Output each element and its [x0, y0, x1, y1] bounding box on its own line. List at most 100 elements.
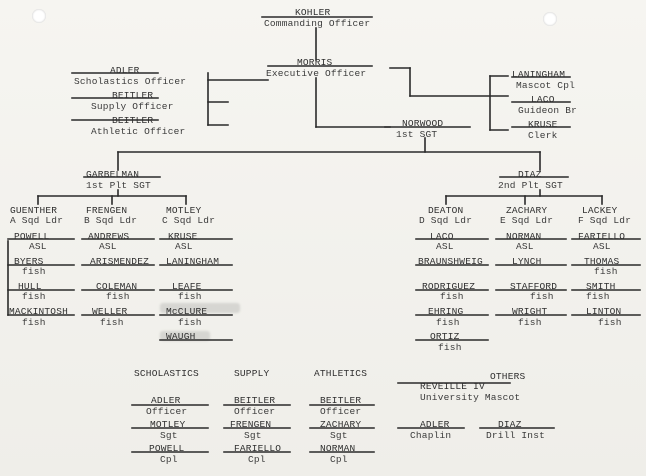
staff-left-1-name: BEITLER: [112, 90, 154, 101]
co-title: Commanding Officer: [264, 18, 371, 29]
squad-member-name: LEAFE: [172, 281, 202, 292]
staff-left-0-title: Scholastics Officer: [74, 76, 187, 87]
squad-member-name: WRIGHT: [512, 306, 548, 317]
squad-leader-name: GUENTHER: [10, 205, 58, 216]
squad-member-title: fish: [594, 266, 618, 277]
section-person-title: Officer: [234, 406, 276, 417]
section-person-title: Sgt: [330, 430, 348, 441]
smudge: [160, 331, 210, 341]
squad-asl-name: FARIELLO: [578, 231, 626, 242]
squad-asl-name: LACO: [430, 231, 454, 242]
section-person-name: MOTLEY: [150, 419, 186, 430]
drill-inst-name: DIAZ: [498, 419, 522, 430]
squad-member-name: MACKINTOSH: [9, 306, 69, 317]
staff-left-0-name: ADLER: [110, 65, 140, 76]
squad-member-title: fish: [436, 317, 460, 328]
squad-member-title: fish: [22, 266, 46, 277]
binder-hole-left: [32, 9, 46, 23]
squad-leader-title: A Sqd Ldr: [10, 215, 64, 226]
section-person-title: Officer: [146, 406, 188, 417]
staff-right-1-title: Guideon Br: [518, 105, 578, 116]
squad-member-title: fish: [106, 291, 130, 302]
staff-right-0-title: Mascot Cpl: [516, 80, 576, 91]
staff-left-2-title: Athletic Officer: [91, 126, 186, 137]
staff-left-2-name: BEITLER: [112, 115, 154, 126]
squad-member-name: ARISMENDEZ: [90, 256, 150, 267]
squad-leader-title: D Sqd Ldr: [419, 215, 473, 226]
section-person-name: BEITLER: [320, 395, 362, 406]
platoon1-name: GARBELMAN: [86, 169, 140, 180]
section-person-title: Cpl: [248, 454, 266, 465]
section-person-name: BEITLER: [234, 395, 276, 406]
squad-asl-title: ASL: [593, 241, 611, 252]
chaplain-name: ADLER: [420, 419, 450, 430]
reveille-title: University Mascot: [420, 392, 521, 403]
squad-member-title: fish: [178, 291, 202, 302]
section-person-title: Officer: [320, 406, 362, 417]
squad-member-name: STAFFORD: [510, 281, 558, 292]
staff-left-1-title: Supply Officer: [91, 101, 174, 112]
squad-member-title: fish: [586, 291, 610, 302]
xo-title: Executive Officer: [266, 68, 367, 79]
squad-member-name: LYNCH: [512, 256, 542, 267]
squad-member-name: RODRIGUEZ: [422, 281, 476, 292]
squad-member-name: SMITH: [586, 281, 616, 292]
squad-leader-name: DEATON: [428, 205, 464, 216]
section-person-name: NORMAN: [320, 443, 356, 454]
first-sgt-title: 1st SGT: [396, 129, 438, 140]
staff-right-2-name: KRUSE: [528, 119, 558, 130]
section-person-title: Cpl: [330, 454, 348, 465]
squad-asl-title: ASL: [175, 241, 193, 252]
squad-asl-title: ASL: [99, 241, 117, 252]
squad-member-title: fish: [22, 291, 46, 302]
squad-leader-name: FRENGEN: [86, 205, 128, 216]
squad-member-name: WAUGH: [166, 331, 196, 342]
platoon1-title: 1st Plt SGT: [86, 180, 151, 191]
supply-heading: SUPPLY: [234, 368, 270, 379]
squad-member-name: HULL: [18, 281, 42, 292]
squad-leader-name: LACKEY: [582, 205, 618, 216]
section-person-name: POWELL: [149, 443, 185, 454]
xo-name: MORRIS: [297, 57, 333, 68]
squad-leader-title: C Sqd Ldr: [162, 215, 216, 226]
squad-asl-title: ASL: [29, 241, 47, 252]
squad-asl-name: NORMAN: [506, 231, 542, 242]
section-person-name: FARIELLO: [234, 443, 282, 454]
squad-asl-name: KRUSE: [168, 231, 198, 242]
squad-member-name: McCLURE: [166, 306, 208, 317]
squad-member-title: fish: [440, 291, 464, 302]
squad-member-title: fish: [530, 291, 554, 302]
first-sgt-name: NORWOOD: [402, 118, 444, 129]
squad-member-title: fish: [178, 317, 202, 328]
section-person-name: ADLER: [151, 395, 181, 406]
platoon2-name: DIAZ: [518, 169, 542, 180]
staff-right-1-name: LACO: [531, 94, 555, 105]
squad-leader-name: MOTLEY: [166, 205, 202, 216]
squad-leader-title: E Sqd Ldr: [500, 215, 554, 226]
squad-member-title: fish: [518, 317, 542, 328]
squad-member-name: BYERS: [14, 256, 44, 267]
co-name: KOHLER: [295, 7, 331, 18]
staff-right-0-name: LANINGHAM: [512, 69, 566, 80]
scholastics-heading: SCHOLASTICS: [134, 368, 199, 379]
section-person-title: Sgt: [160, 430, 178, 441]
squad-member-name: EHRING: [428, 306, 464, 317]
squad-asl-title: ASL: [516, 241, 534, 252]
squad-member-title: fish: [100, 317, 124, 328]
platoon2-title: 2nd Plt SGT: [498, 180, 563, 191]
squad-asl-name: POWELL: [14, 231, 50, 242]
staff-right-2-title: Clerk: [528, 130, 558, 141]
smudge: [160, 303, 240, 313]
binder-hole-right: [543, 12, 557, 26]
squad-leader-name: ZACHARY: [506, 205, 548, 216]
squad-member-name: THOMAS: [584, 256, 620, 267]
others-heading: OTHERS: [490, 371, 526, 382]
reveille-name: REVEILLE IV: [420, 381, 485, 392]
squad-asl-name: ANDREWS: [88, 231, 130, 242]
squad-asl-title: ASL: [436, 241, 454, 252]
squad-member-title: fish: [598, 317, 622, 328]
squad-member-name: BRAUNSHWEIG: [418, 256, 483, 267]
section-person-title: Sgt: [244, 430, 262, 441]
